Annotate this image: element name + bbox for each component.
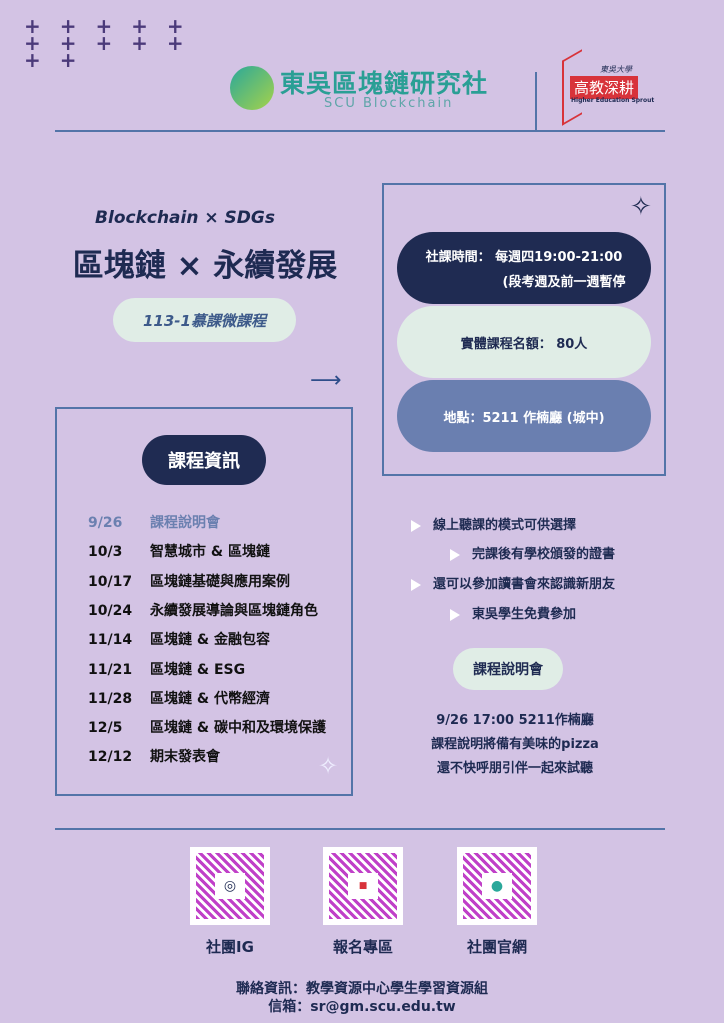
contact-info: 聯絡資訊：教學資源中心學生學習資源組 xyxy=(236,981,488,997)
qr-code-ig[interactable]: ◎ xyxy=(190,847,270,925)
meeting-time: 社課時間： 每週四19:00-21:00 xyxy=(425,250,623,265)
schedule-topic: 智慧城市 & 區塊鏈 xyxy=(150,544,270,561)
qr-label-website: 社團官網 xyxy=(466,938,527,956)
schedule-topic: 永續發展導論與區塊鏈角色 xyxy=(150,602,318,619)
triangle-bullet-icon xyxy=(450,608,460,621)
sparkle-icon: ✧ xyxy=(318,752,339,780)
schedule-topic: 區塊鏈 & 碳中和及環境保護 xyxy=(150,720,326,737)
briefing-invite: 還不快呼朋引伴一起來試聽 xyxy=(436,761,593,776)
briefing-heading: 課程說明會 xyxy=(453,648,563,690)
schedule-topic: 期末發表會 xyxy=(150,749,220,766)
qr-label-signup: 報名專區 xyxy=(332,938,393,956)
main-title: 區塊鏈 × 永續發展 xyxy=(72,248,338,284)
schedule-date: 10/17 xyxy=(88,573,133,590)
qr-label-ig: 社團IG xyxy=(206,938,254,956)
schedule-date: 12/12 xyxy=(88,749,133,766)
schedule-topic: 區塊鏈基礎與應用案例 xyxy=(150,573,290,590)
footer-rule xyxy=(55,828,665,830)
club-logo-icon xyxy=(230,66,274,110)
info-box xyxy=(382,183,666,476)
partner-school: 東吳大學 xyxy=(600,65,632,74)
schedule-row: 10/3 智慧城市 & 區塊鏈 xyxy=(88,541,270,561)
briefing-pizza: 課程說明將備有美味的pizza xyxy=(431,737,599,752)
plus-pattern-decoration: + + + + ++ + + + ++ + xyxy=(24,14,190,72)
schedule-topic: 課程說明會 xyxy=(150,515,220,531)
schedule-date: 11/21 xyxy=(88,661,133,678)
briefing-time: 9/26 17:00 5211作楠廳 xyxy=(436,713,594,728)
partner-name: 高教深耕 xyxy=(570,76,639,99)
club-name: 東吳區塊鏈研究社 xyxy=(280,69,489,98)
instagram-icon: ◎ xyxy=(215,873,245,899)
arrow-right-icon: ⟶ xyxy=(310,368,342,393)
sprout-logo-icon: ■ xyxy=(348,873,378,899)
course-tag: 113-1慕課微課程 xyxy=(113,298,296,342)
sparkle-icon: ✧ xyxy=(630,192,652,222)
schedule-topic: 區塊鏈 & 金融包容 xyxy=(150,632,270,649)
feature-item: 完課後有學校頒發的證書 xyxy=(450,543,615,562)
contact-email[interactable]: 信箱：sr@gm.scu.edu.tw xyxy=(268,999,456,1015)
schedule-row: 10/17 區塊鏈基礎與應用案例 xyxy=(88,571,290,591)
quota-pill: 實體課程名額： 80人 xyxy=(397,306,651,378)
schedule-date: 9/26 xyxy=(88,515,123,531)
schedule-date: 10/24 xyxy=(88,602,133,619)
qr-code-website[interactable]: ● xyxy=(457,847,537,925)
club-logo-icon: ● xyxy=(482,873,512,899)
schedule-row: 12/12 期末發表會 xyxy=(88,746,220,766)
schedule-row: 10/24 永續發展導論與區塊鏈角色 xyxy=(88,600,318,620)
schedule-date: 12/5 xyxy=(88,720,123,737)
schedule-box xyxy=(55,407,353,796)
club-name-en: SCU Blockchain xyxy=(324,96,454,111)
schedule-topic: 區塊鏈 & 代幣經濟 xyxy=(150,690,270,707)
header-rule xyxy=(55,130,665,132)
triangle-bullet-icon xyxy=(450,548,460,561)
feature-item: 東吳學生免費參加 xyxy=(450,603,576,622)
schedule-date: 11/28 xyxy=(88,690,133,707)
subtitle: Blockchain × SDGs xyxy=(95,208,275,228)
schedule-row: 12/5 區塊鏈 & 碳中和及環境保護 xyxy=(88,717,326,737)
schedule-topic: 區塊鏈 & ESG xyxy=(150,661,246,678)
schedule-row: 11/14 區塊鏈 & 金融包容 xyxy=(88,629,270,649)
feature-item: 還可以參加讀書會來認識新朋友 xyxy=(411,573,615,592)
meeting-time-pill: 社課時間： 每週四19:00-21:00 (段考週及前一週暫停 xyxy=(397,232,651,304)
schedule-row: 11/21 區塊鏈 & ESG xyxy=(88,659,245,679)
schedule-heading: 課程資訊 xyxy=(142,435,266,485)
qr-code-signup[interactable]: ■ xyxy=(323,847,403,925)
schedule-date: 11/14 xyxy=(88,632,133,649)
schedule-row: 11/28 區塊鏈 & 代幣經濟 xyxy=(88,688,270,708)
divider xyxy=(535,72,537,130)
meeting-time-note: (段考週及前一週暫停 xyxy=(502,275,626,290)
triangle-bullet-icon xyxy=(411,578,421,591)
triangle-bullet-icon xyxy=(411,519,421,532)
feature-item: 線上聽課的模式可供選擇 xyxy=(411,514,576,533)
partner-en: Higher Education Sprout xyxy=(571,97,655,104)
schedule-row: 9/26 課程說明會 xyxy=(88,512,220,532)
schedule-date: 10/3 xyxy=(88,544,123,561)
location-pill: 地點：5211 作楠廳 (城中) xyxy=(397,380,651,452)
